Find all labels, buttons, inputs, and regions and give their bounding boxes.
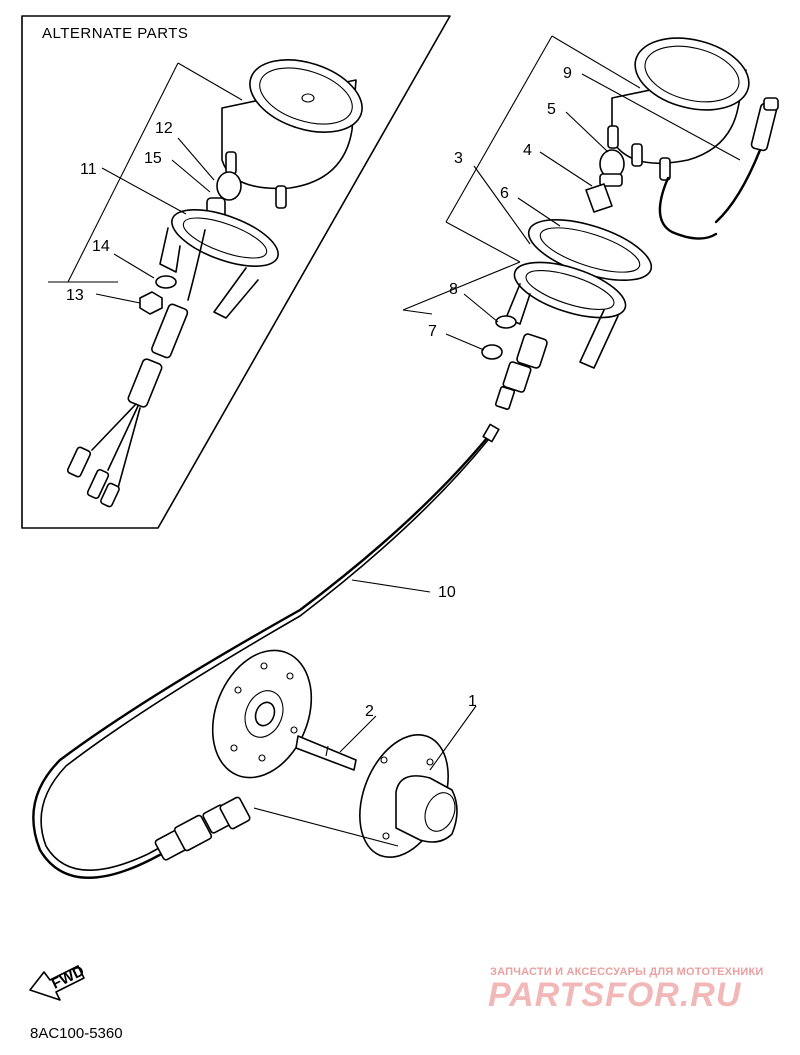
callout-9: 9 bbox=[563, 65, 572, 82]
bulb-socket bbox=[585, 183, 613, 213]
watermark-tagline: ЗАПЧАСТИ И АКСЕССУАРЫ ДЛЯ МОТОТЕХНИКИ bbox=[490, 966, 763, 978]
alternate-speedometer bbox=[221, 59, 363, 209]
drive-shaft bbox=[295, 735, 357, 771]
alternate-parts-header: ALTERNATE PARTS bbox=[42, 25, 188, 42]
callout-8: 8 bbox=[449, 281, 458, 298]
callout-10: 10 bbox=[438, 584, 456, 601]
callout-11: 11 bbox=[80, 161, 97, 178]
alternate-parts-panel: ALTERNATE PARTS bbox=[21, 15, 451, 529]
alternate-damper bbox=[155, 275, 177, 289]
cable-lower-fitting bbox=[154, 796, 251, 861]
gear-unit-assembly: 2 1 bbox=[211, 649, 477, 859]
callout-15: 15 bbox=[144, 150, 162, 167]
speedometer-cable: 10 bbox=[32, 423, 500, 879]
bulb bbox=[599, 149, 625, 187]
callout-12: 12 bbox=[155, 120, 173, 137]
callout-3: 3 bbox=[454, 150, 463, 167]
drive-plate bbox=[211, 649, 313, 779]
alternate-bracket bbox=[159, 209, 279, 319]
main-speedometer-group: 9 5 4 3 6 8 7 bbox=[402, 35, 779, 410]
diagram-code: 8AC100-5360 bbox=[30, 1025, 123, 1042]
callout-2: 2 bbox=[365, 703, 374, 720]
damper bbox=[495, 315, 517, 329]
alternate-wire-harness bbox=[66, 229, 206, 508]
fwd-label: FWD bbox=[49, 962, 87, 992]
watermark-brand: PARTSFOR.RU bbox=[488, 976, 742, 1014]
speedometer bbox=[607, 37, 750, 181]
callout-7: 7 bbox=[428, 323, 437, 340]
callout-14: 14 bbox=[92, 238, 110, 255]
watermark: ЗАПЧАСТИ И АКСЕССУАРЫ ДЛЯ МОТОТЕХНИКИ PA… bbox=[488, 966, 763, 1014]
cable-meter-fitting bbox=[494, 333, 548, 410]
callout-13: 13 bbox=[66, 287, 84, 304]
callout-4: 4 bbox=[523, 142, 532, 159]
callout-1: 1 bbox=[468, 693, 477, 710]
speedometer-lead-wire bbox=[658, 97, 779, 240]
fwd-arrow-icon: FWD bbox=[29, 962, 87, 1001]
callout-5: 5 bbox=[547, 101, 556, 118]
callout-6: 6 bbox=[500, 185, 509, 202]
alternate-nut bbox=[139, 291, 163, 315]
nut bbox=[481, 344, 503, 360]
gear-unit bbox=[359, 733, 458, 859]
